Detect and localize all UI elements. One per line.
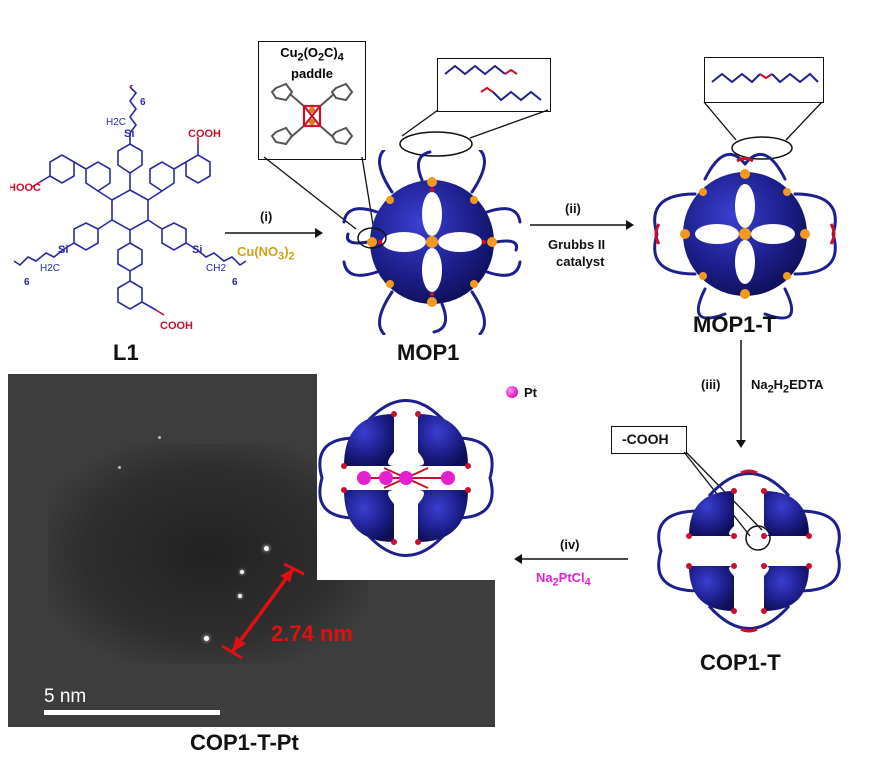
- cooh-bottom-label: COOH: [160, 320, 193, 332]
- l1-label: L1: [113, 340, 139, 365]
- arrow-step-i: [225, 228, 323, 238]
- paddle-pointer: [263, 156, 375, 232]
- h2c-left-label: H2C: [40, 263, 60, 274]
- alkene-pointer-mop1: [399, 109, 549, 157]
- tem-distance-label: 2.74 nm: [271, 621, 353, 646]
- tem-spot: [264, 546, 269, 551]
- arrow-step-iii: [736, 340, 746, 448]
- mop1t-cage: [653, 153, 837, 320]
- paddle-wheel-icon: [270, 82, 354, 146]
- arrow-step-ii: [530, 220, 634, 230]
- step-ii-label: (ii): [565, 201, 581, 216]
- alkene-pointer-mop1t: [703, 101, 823, 160]
- tem-spot: [158, 436, 161, 439]
- pt-legend-dot: [506, 386, 518, 398]
- tem-spot: [204, 636, 209, 641]
- cop1tpt-label: COP1-T-Pt: [190, 730, 299, 755]
- step-i-label: (i): [260, 209, 273, 224]
- step-iii-label: (iii): [701, 377, 721, 392]
- cooh-left-label: HOOC: [10, 182, 41, 194]
- pt-legend-label: Pt: [524, 385, 537, 400]
- alkene-chain-closed-icon: [711, 72, 819, 84]
- h2c-top-label: H2C: [106, 117, 126, 128]
- step-iv-label: (iv): [560, 537, 580, 552]
- si-left-label: Si: [58, 244, 68, 256]
- si-right-label: Si: [192, 244, 202, 256]
- cooh-callout: [611, 426, 687, 454]
- tem-dark-region: [48, 444, 368, 664]
- step-iv-reagent: Na2PtCl4: [536, 570, 591, 589]
- step-i-reagent: Cu(NO3)2: [237, 244, 295, 263]
- l1-structure: COOH HOOC COOH Si Si Si H2C H2C CH2 6 6 …: [10, 85, 247, 332]
- si-top-label: Si: [124, 128, 134, 140]
- tem-scale-bar: [44, 710, 220, 715]
- step-ii-reagent-line2: catalyst: [556, 254, 605, 269]
- six-right-label: 6: [232, 277, 238, 288]
- cooh-top-label: COOH: [188, 128, 221, 140]
- cooh-callout-label: -COOH: [622, 431, 669, 447]
- alkene-chains-open-icon: [444, 64, 542, 102]
- mop1-label: MOP1: [397, 340, 460, 365]
- cop1t-cage: [657, 469, 841, 633]
- tem-spot: [238, 594, 242, 598]
- mop1t-label: MOP1-T: [693, 312, 777, 337]
- cop1t-label: COP1-T: [700, 650, 781, 675]
- tem-measure-arrow: [221, 562, 305, 660]
- six-top-label: 6: [140, 97, 146, 108]
- tem-spot: [240, 570, 244, 574]
- arrow-step-iv: [514, 554, 628, 564]
- step-ii-reagent-line1: Grubbs II: [548, 237, 606, 252]
- ch2-right-label: CH2: [206, 263, 226, 274]
- mop1-cage: [342, 150, 522, 335]
- step-iii-reagent: Na2H2EDTA: [751, 377, 824, 396]
- cop1tpt-cage: [318, 399, 494, 557]
- tem-scale-label: 5 nm: [44, 686, 87, 707]
- tem-spot: [118, 466, 121, 469]
- six-left-label: 6: [24, 277, 30, 288]
